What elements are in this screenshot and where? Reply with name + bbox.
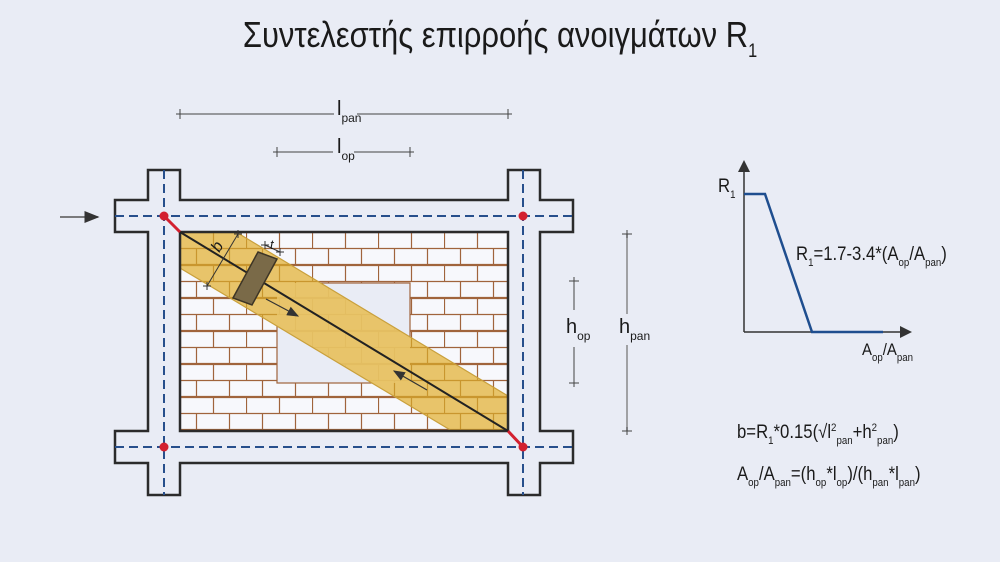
x-axis-label: Aop/Apan xyxy=(862,340,914,364)
area-ratio-formula: Aop/Apan=(hop*lop)/(hpan*lpan) xyxy=(737,464,921,489)
dimension-lines xyxy=(176,109,632,435)
node-bottom-right xyxy=(518,442,528,452)
page-title: Συντελεστής επιρροής ανοιγμάτων R1 xyxy=(242,14,758,62)
centerlines xyxy=(115,170,573,495)
r1-curve xyxy=(744,192,883,334)
node-top-left xyxy=(159,211,169,221)
l-pan-label: lpan xyxy=(337,98,362,125)
curve-formula: R1=1.7-3.4*(Aop/Apan) xyxy=(796,244,947,269)
h-op-label: hop xyxy=(566,316,591,343)
rc-frame xyxy=(113,168,575,497)
y-axis-label: R1 xyxy=(718,176,736,201)
node-bottom-left xyxy=(159,442,169,452)
l-op-label: lop xyxy=(337,136,355,163)
strut-thickness-block xyxy=(231,251,279,306)
node-top-right xyxy=(518,211,528,221)
r1-graph xyxy=(738,160,912,338)
t-label: t xyxy=(270,237,275,252)
b-formula: b=R1*0.15(√l2pan+h2pan) xyxy=(737,422,899,447)
strut-diagonal xyxy=(179,231,509,432)
h-pan-label: hpan xyxy=(619,316,651,343)
